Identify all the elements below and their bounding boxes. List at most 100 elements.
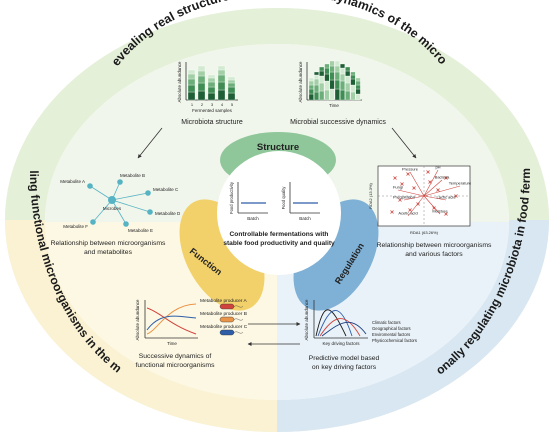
rda-point bbox=[393, 176, 397, 180]
structure-tick-5: 5 bbox=[231, 102, 234, 107]
successive-bar-segment bbox=[334, 65, 340, 73]
metabolite-label: Metabolite A bbox=[60, 179, 85, 184]
structure-tick-2: 2 bbox=[201, 102, 204, 107]
rda-vector bbox=[423, 179, 443, 197]
successive-bar-segment bbox=[319, 75, 325, 84]
predictive-curve bbox=[315, 309, 347, 337]
metabolite-label: Metabolite B bbox=[120, 173, 145, 178]
structure-bar-segment bbox=[217, 89, 226, 101]
successive-bar-segment bbox=[329, 71, 335, 81]
rda-vector-label: Lactic acid bbox=[437, 195, 456, 200]
rda-vector bbox=[409, 171, 425, 197]
successive-bar-segment bbox=[314, 71, 319, 76]
rda-point bbox=[390, 210, 394, 214]
successive-bar-segment bbox=[308, 88, 314, 95]
rda-vector bbox=[403, 195, 425, 201]
structure-bar-segment bbox=[207, 81, 216, 88]
structure-bar-segment bbox=[227, 92, 236, 101]
quality-xlabel: Batch bbox=[299, 216, 311, 221]
arrow-to-factors bbox=[391, 127, 417, 159]
successive-bar-segment bbox=[334, 60, 340, 67]
predictive-curve bbox=[321, 322, 367, 337]
rda-vector-label: Temperature bbox=[449, 181, 472, 186]
bacterium-icon bbox=[219, 329, 235, 336]
successive-bar-segment bbox=[314, 91, 319, 101]
successive-bar-segment bbox=[308, 77, 314, 82]
structure-bars bbox=[187, 65, 236, 101]
functional-legend: Metabolite producer A Metabolite producer… bbox=[200, 298, 248, 336]
successive-bar-segment bbox=[350, 84, 356, 93]
center-plot-quality: Food quality Batch bbox=[281, 182, 320, 221]
structure-bar-segment bbox=[217, 74, 226, 83]
predictive-legend-label: Geographical factors bbox=[372, 326, 411, 331]
structure-bar-segment bbox=[187, 84, 196, 93]
successive-bar-segment bbox=[340, 67, 345, 75]
rda-vector bbox=[423, 195, 447, 201]
successive-bar-segment bbox=[350, 78, 356, 86]
rda-vector-label: pH bbox=[435, 165, 440, 170]
metabolite-node bbox=[123, 221, 129, 227]
productivity-xlabel: Batch bbox=[247, 216, 259, 221]
successive-bar-segment bbox=[319, 90, 325, 101]
rda-point bbox=[432, 206, 436, 210]
panel-microbiota-structure: Absolute abundance 1 2 3 4 5 Fermented s… bbox=[177, 61, 243, 126]
functional-curves bbox=[146, 303, 197, 335]
functional-legend-label: Metabolite producer B bbox=[200, 311, 247, 317]
flagellum-icon bbox=[233, 305, 244, 308]
predictive-xlabel: Key driving factors bbox=[322, 341, 360, 346]
successive-caption: Microbial successive dynamics bbox=[290, 119, 386, 126]
metabolite-node bbox=[87, 183, 93, 189]
center-petals: Structure Function Regulation Food produ… bbox=[179, 132, 379, 311]
rda-vector bbox=[423, 195, 441, 215]
successive-bar-segment bbox=[355, 80, 361, 86]
structure-caption: Microbiota structure bbox=[181, 119, 243, 126]
panel-functional: Absolute abundance Time Metabolite produ… bbox=[135, 298, 248, 369]
successive-bar-segment bbox=[314, 74, 319, 80]
panel-predictive: Absolute abundance Key driving factors C… bbox=[304, 299, 417, 371]
network-edge bbox=[111, 199, 127, 225]
successive-bar-segment bbox=[319, 70, 325, 77]
rda-vector bbox=[397, 189, 425, 197]
structure-tick-4: 4 bbox=[221, 102, 224, 107]
successive-bar-segment bbox=[314, 84, 319, 93]
successive-bar-segment bbox=[340, 89, 345, 101]
successive-bar-segment bbox=[308, 80, 314, 86]
network-caption-1: Relationship between microorganisms bbox=[51, 240, 166, 247]
successive-bar-segment bbox=[355, 93, 361, 101]
successive-bar-segment bbox=[350, 91, 356, 101]
functional-xlabel: Time bbox=[167, 341, 177, 346]
predictive-curve bbox=[317, 310, 353, 337]
successive-bar-segment bbox=[314, 78, 319, 86]
functional-legend-label: Metabolite producer A bbox=[200, 298, 247, 304]
quality-ylabel: Food quality bbox=[281, 186, 286, 210]
functional-curve bbox=[146, 303, 197, 335]
productivity-ylabel: Food productivity bbox=[229, 181, 234, 214]
successive-bar-segment bbox=[329, 88, 335, 101]
rda-point bbox=[444, 176, 448, 180]
functional-caption-1: Successive dynamics of bbox=[139, 353, 212, 360]
flagellum-icon bbox=[233, 318, 244, 321]
successive-bar-segment bbox=[334, 79, 340, 90]
functional-caption-2: functional microorganisms bbox=[136, 362, 216, 369]
network-caption-2: and metabolites bbox=[84, 249, 133, 256]
metabolite-label: Metabolite E bbox=[128, 228, 153, 233]
structure-bar-segment bbox=[207, 74, 216, 79]
successive-bar-segment bbox=[355, 77, 361, 82]
successive-bar-segment bbox=[329, 79, 335, 90]
rda-vector bbox=[423, 169, 439, 197]
structure-tick-1: 1 bbox=[191, 102, 194, 107]
functional-curve bbox=[146, 307, 197, 335]
functional-legend-label: Metabolite producer C bbox=[200, 324, 248, 330]
successive-bar-segment bbox=[345, 82, 351, 92]
predictive-caption-2: on key driving factors bbox=[312, 364, 377, 371]
successive-bar-segment bbox=[308, 84, 314, 90]
structure-label: Structure bbox=[257, 142, 299, 153]
successive-bar-segment bbox=[319, 82, 325, 92]
flagellum-icon bbox=[233, 331, 244, 334]
factors-caption-2: and various factors bbox=[405, 251, 463, 258]
